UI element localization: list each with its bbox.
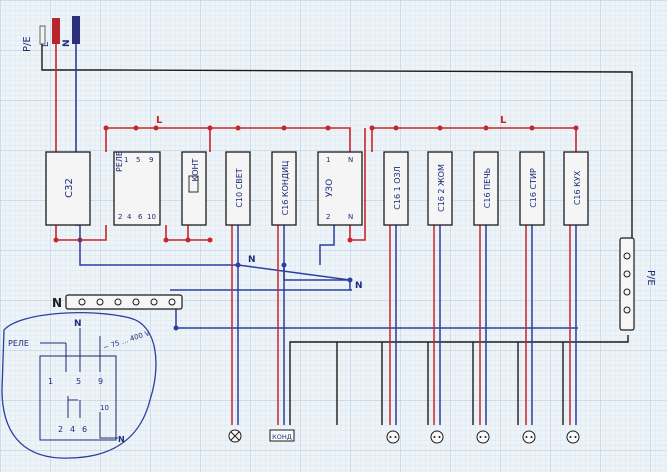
inset-pin-2: 2 (58, 425, 63, 434)
inset-pin-10: 10 (100, 404, 109, 412)
relay-pin-2: 2 (118, 213, 122, 221)
breaker-aircon: C16 КОНДИЦ (271, 151, 297, 226)
breaker-main: C32 (45, 151, 91, 226)
relay-pin-9: 9 (149, 156, 153, 164)
breaker-light-label: C10 СВЕТ (235, 168, 244, 207)
load-aircon: КОНД (269, 429, 295, 442)
ground-conductor (99, 69, 633, 425)
breaker-washer-label: C16 СТИР (529, 168, 538, 208)
breaker-room1-label: C16 1 ОЗЛ (393, 166, 402, 209)
relay-module: РЕЛЕ 1 5 9 2 4 6 10 (113, 151, 161, 226)
neutral-node-label-1: N (248, 255, 256, 265)
breaker-washer: C16 СТИР (519, 151, 545, 226)
relay-pin-4: 4 (127, 213, 132, 221)
relay-label: РЕЛЕ (115, 151, 124, 172)
rcd-label: УЗО (325, 179, 335, 197)
inset-pin-1: 1 (48, 377, 53, 386)
contactor-label: КОНТ (191, 158, 200, 181)
breaker-kitchen-label: C16 КУХ (573, 170, 582, 205)
contactor-module: КОНТ (181, 151, 207, 226)
relay-pin-6: 6 (138, 213, 143, 221)
load-aircon-label: КОНД (272, 433, 292, 441)
rcd-module: УЗО 1 N 2 N (317, 151, 363, 226)
neutral-nodes (173, 262, 353, 331)
neutral-bar (65, 294, 183, 310)
breaker-main-label: C32 (64, 178, 75, 198)
relay-pin-10: 10 (147, 213, 156, 221)
load-socket-5 (566, 430, 580, 444)
inset-pin-9: 9 (98, 377, 103, 386)
breaker-room2-label: C16 2 ЖОМ (437, 164, 446, 212)
incoming-supply: P/E L N (22, 16, 100, 152)
neutral-node-label-2: N (355, 281, 363, 291)
breaker-oven: C16 ПЕЧЬ (473, 151, 499, 226)
rcd-pin-1: 1 (326, 156, 330, 164)
terminal-l-label: L (41, 42, 51, 47)
load-lamp (228, 429, 242, 443)
load-phase-lines (231, 225, 571, 425)
terminal-n-label: N (62, 39, 72, 47)
inset-neutral-label: N (74, 319, 82, 329)
phase-bus-label-right: L (500, 115, 507, 126)
breaker-oven-label: C16 ПЕЧЬ (483, 168, 492, 208)
inset-pin-5: 5 (76, 377, 81, 386)
inset-pin-4: 4 (70, 425, 75, 434)
load-socket-2 (430, 430, 444, 444)
phase-bus-label-left: L (156, 115, 163, 126)
inset-pin-6: 6 (82, 425, 87, 434)
terminal-pe-label: P/E (22, 36, 33, 52)
load-socket-1 (386, 430, 400, 444)
inset-neutral-bottom: N (118, 435, 125, 444)
relay-pin-5: 5 (136, 156, 140, 164)
rcd-pin-n-bottom: N (348, 213, 353, 221)
rcd-pin-n-top: N (348, 156, 353, 164)
ground-bar: P/E (619, 237, 656, 331)
inset-relay-label: РЕЛЕ (8, 339, 29, 348)
breaker-room1: C16 1 ОЗЛ (383, 151, 409, 226)
breaker-room2: C16 2 ЖОМ (427, 151, 453, 226)
load-socket-4 (522, 430, 536, 444)
breaker-aircon-label: C16 КОНДИЦ (281, 161, 290, 216)
breaker-kitchen: C16 КУХ (563, 151, 589, 226)
breaker-light: C10 СВЕТ (225, 151, 251, 226)
ground-bar-label: P/E (645, 270, 656, 286)
neutral-bar-label: N (52, 296, 62, 310)
relay-pin-1: 1 (124, 156, 128, 164)
phase-bus-nodes (53, 125, 579, 243)
rcd-pin-2: 2 (326, 213, 330, 221)
load-socket-3 (476, 430, 490, 444)
